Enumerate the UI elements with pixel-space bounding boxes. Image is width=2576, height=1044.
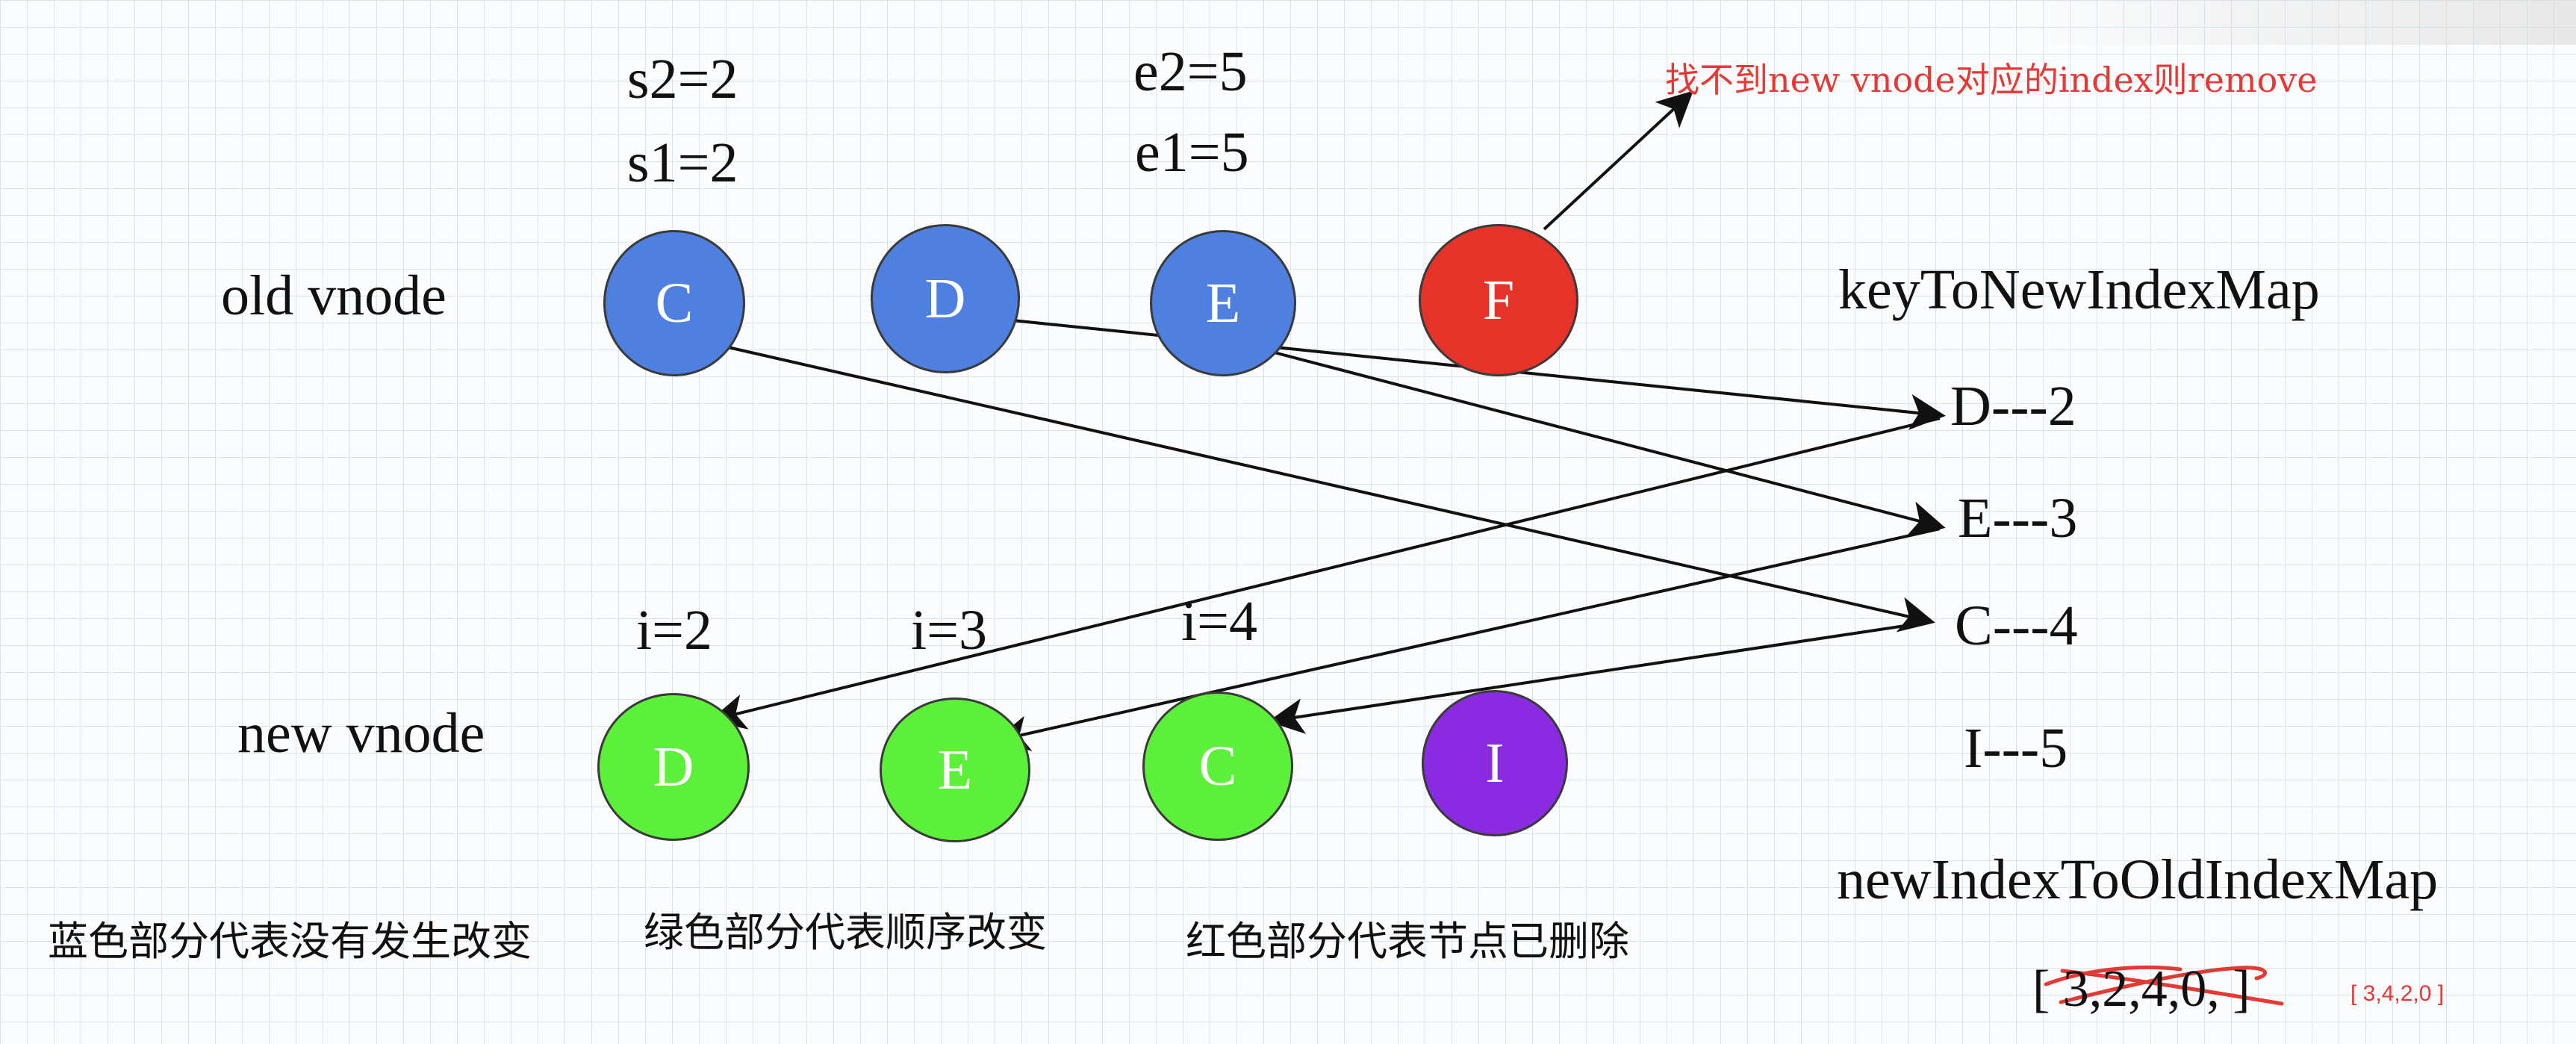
old-node-c: C [603, 230, 745, 376]
new-index-to-old-index-map-title: newIndexToOldIndexMap [1837, 848, 2439, 911]
pointer-e1: e1=5 [1135, 121, 1249, 184]
new-vnode-label: new vnode [237, 702, 485, 765]
key-to-new-index-map-title: keyToNewIndexMap [1838, 258, 2320, 321]
remove-note: 找不到new vnode对应的index则remove [1665, 60, 2318, 100]
legend-red-removed: 红色部分代表节点已删除 [1186, 918, 1629, 965]
arrow-key-d-to-new-d [709, 417, 1941, 730]
new-node-e: E [880, 697, 1030, 842]
old-vnode-label: old vnode [221, 264, 447, 327]
new-node-e-label: E [937, 738, 973, 801]
arrow-old-e-to-key-e [1254, 346, 1946, 537]
pointer-s2: s2=2 [627, 48, 738, 111]
new-node-d-label: D [653, 735, 694, 798]
key-map-entry-d: D---2 [1950, 375, 2076, 438]
key-map-entry-i: I---5 [1964, 717, 2068, 780]
old-node-e-label: E [1205, 271, 1241, 335]
index-map-corrected-value: [ 3,4,2,0 ] [2351, 981, 2445, 1006]
arrow-old-c-to-key-c [718, 344, 1935, 633]
arrow-key-c-to-new-c [1268, 621, 1930, 734]
pointer-e2: e2=5 [1133, 40, 1248, 103]
key-map-entry-c: C---4 [1955, 594, 2078, 657]
key-map-entry-e: E---3 [1958, 487, 2078, 550]
index-pointer-4: i=4 [1181, 590, 1257, 653]
strikethrough-scribble [2044, 965, 2284, 1006]
top-edge-shadow [2016, 0, 2576, 45]
old-node-c-label: C [655, 271, 694, 335]
index-map-crossed-value: [ 3,2,4,0, ] [2032, 960, 2250, 1018]
legend-blue-unchanged: 蓝色部分代表没有发生改变 [48, 918, 532, 965]
new-node-i-label: I [1485, 731, 1505, 795]
old-node-f-label: F [1482, 268, 1515, 332]
arrow-key-e-to-new-e [993, 527, 1941, 751]
arrow-f-to-remove-note [1543, 90, 1693, 231]
index-pointer-3: i=3 [911, 599, 987, 662]
old-node-e: E [1150, 230, 1296, 376]
pointer-s1: s1=2 [627, 131, 738, 194]
legend-green-reordered: 绿色部分代表顺序改变 [644, 909, 1047, 956]
old-node-d-label: D [924, 267, 966, 330]
new-node-c: C [1142, 692, 1293, 841]
old-node-d: D [871, 224, 1020, 373]
new-node-i: I [1422, 690, 1568, 836]
index-pointer-2: i=2 [636, 599, 712, 662]
old-node-f: F [1419, 224, 1578, 376]
new-node-d: D [597, 693, 750, 841]
new-node-c-label: C [1198, 734, 1237, 798]
